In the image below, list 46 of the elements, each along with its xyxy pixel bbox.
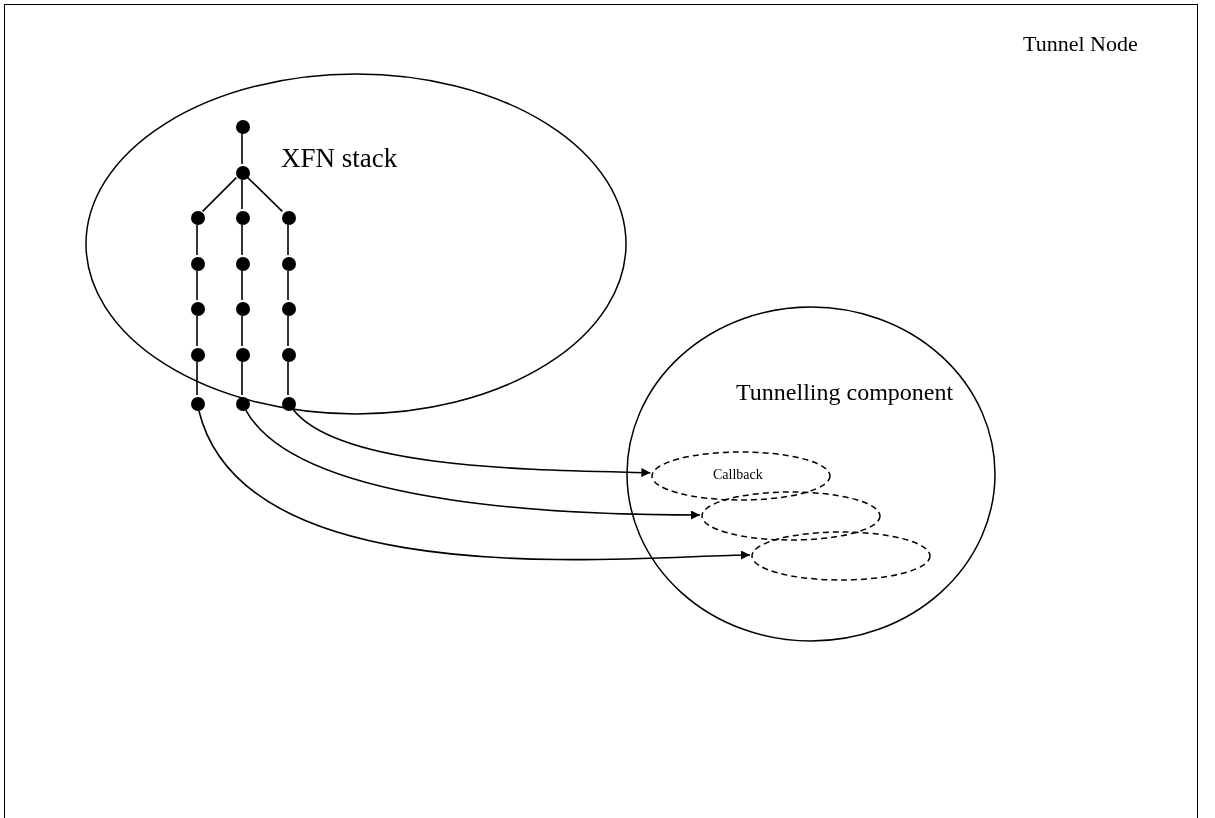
stack-dot <box>190 210 206 226</box>
stack-dot <box>235 210 251 226</box>
stack-dot <box>281 256 297 272</box>
connector-line <box>241 270 243 301</box>
stack-dot <box>235 396 251 412</box>
connector-line <box>287 270 289 301</box>
connector-line <box>241 224 243 256</box>
callback-ellipse <box>751 531 931 581</box>
connector-line <box>196 270 198 301</box>
connector-line <box>196 361 198 396</box>
connector-line <box>287 315 289 347</box>
stack-dot <box>281 301 297 317</box>
stack-dot <box>281 396 297 412</box>
component-ellipse <box>85 73 627 415</box>
connector-line <box>241 361 243 396</box>
node-label: Callback <box>713 467 763 484</box>
stack-dot <box>235 301 251 317</box>
connector-line <box>241 179 243 210</box>
connector-line <box>287 361 289 396</box>
stack-dot <box>235 119 251 135</box>
stack-dot <box>281 347 297 363</box>
callback-ellipse <box>701 491 881 541</box>
stack-dot <box>281 210 297 226</box>
connector-line <box>201 176 238 213</box>
stack-dot <box>190 396 206 412</box>
connector-line <box>287 224 289 256</box>
stack-dot <box>235 256 251 272</box>
group-title: Tunnel Node <box>1023 31 1138 57</box>
group-title: XFN stack <box>281 143 398 175</box>
connector-line <box>196 315 198 347</box>
stack-dot <box>190 256 206 272</box>
node-frame <box>4 4 1198 818</box>
stack-dot <box>235 347 251 363</box>
arrow <box>292 408 652 478</box>
stack-dot <box>190 301 206 317</box>
component-ellipse <box>626 306 996 642</box>
connector-line <box>241 315 243 347</box>
arrow <box>245 409 701 520</box>
callback-ellipse <box>651 451 831 501</box>
group-title: Tunnelling component <box>736 379 954 407</box>
connector-line <box>196 224 198 256</box>
connector-line <box>241 133 243 165</box>
connector-line <box>246 176 284 213</box>
stack-dot <box>235 165 251 181</box>
arrow <box>198 409 751 561</box>
stack-dot <box>190 347 206 363</box>
